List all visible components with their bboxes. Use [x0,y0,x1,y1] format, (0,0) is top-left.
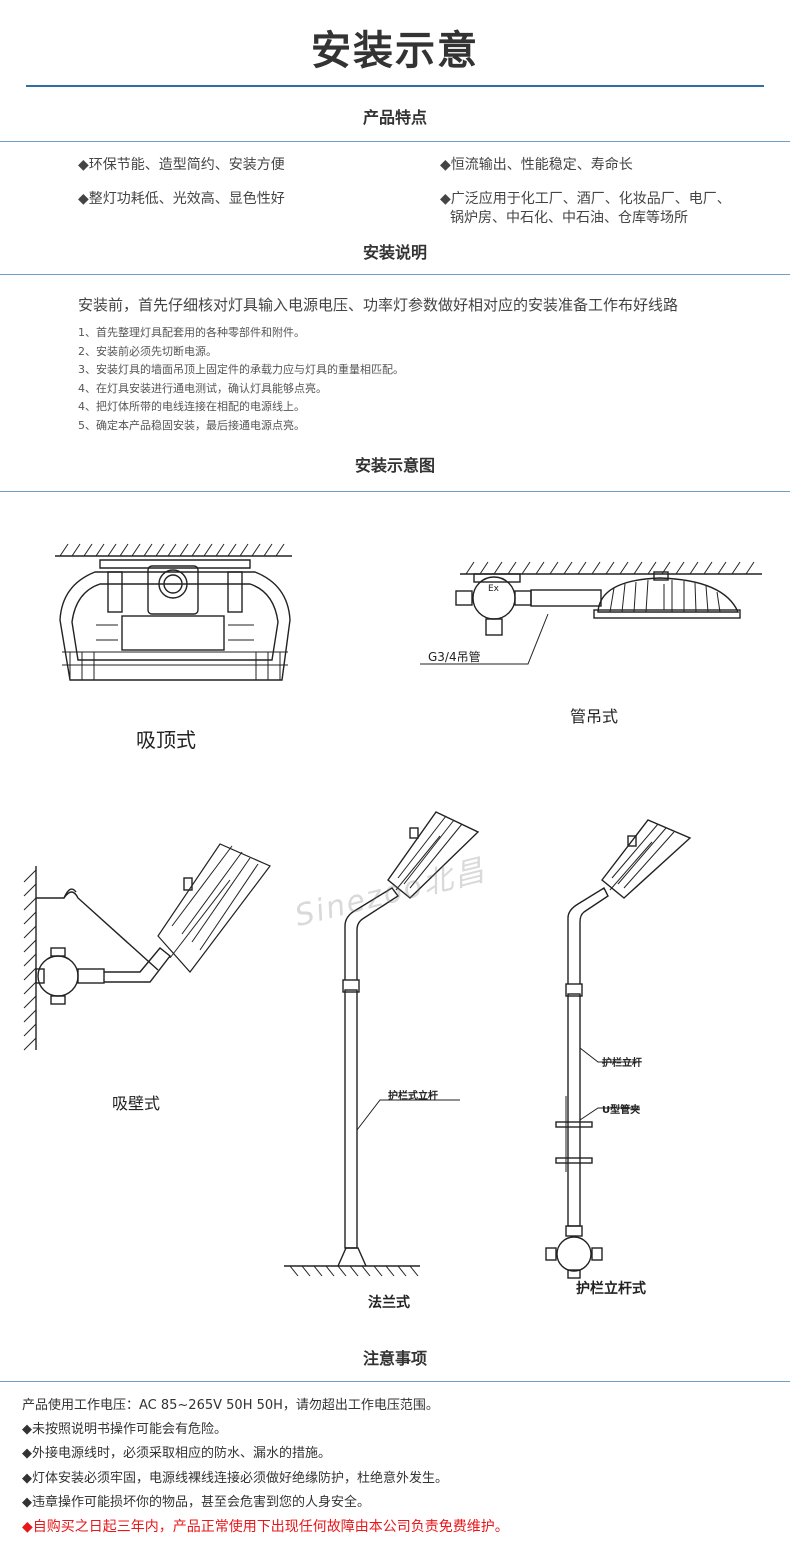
ceiling-mount-label: 吸顶式 [136,728,196,752]
note-item: 产品使用工作电压：AC 85~265V 50H 50H，请勿超出工作电压范围。 [22,1398,439,1413]
notes-list: 产品使用工作电压：AC 85~265V 50H 50H，请勿超出工作电压范围。 … [22,1394,509,1539]
install-intro: 安装前，首先仔细核对灯具输入电源电压、功率灯参数做好相对应的安装准备工作布好线路 [78,296,679,314]
feature-item: ◆恒流输出、性能稳定、寿命长 [440,157,633,173]
note-item: ◆外接电源线时，必须采取相应的防水、漏水的措施。 [22,1446,331,1462]
install-steps-list: 1、首先整理灯具配套用的各种零部件和附件。 2、安装前必须先切断电源。 3、安装… [78,324,404,436]
ceiling-mount-diagram [55,543,292,681]
features-heading: 产品特点 [362,108,427,127]
install-step: 4、在灯具安装进行通电测试，确认灯具能够点亮。 [78,381,327,395]
install-divider [0,274,790,275]
install-step: 2、安装前必须先切断电源。 [78,344,217,358]
pipe-callout-label: G3/4吊管 [428,650,481,664]
install-step: 4、把灯体所带的电线连接在相配的电源线上。 [78,400,305,414]
install-heading: 安装说明 [362,243,427,262]
warranty-note: ◆自购买之日起三年内，产品正常使用下出现任何故障由本公司负责免费维护。 [22,1519,509,1536]
install-step: 3、安装灯具的墙面吊顶上固定件的承载力应与灯具的重量相匹配。 [78,363,404,377]
guardrail-pole-callout: 护栏立杆 [602,1058,642,1069]
features-divider [0,141,790,142]
wall-mount-diagram [23,843,271,1051]
pipe-mount-diagram [420,561,762,665]
flange-label: 法兰式 [368,1295,410,1311]
wall-mount-label: 吸壁式 [112,1094,161,1113]
notes-divider [0,1381,790,1382]
notes-heading: 注意事项 [362,1349,427,1368]
pipe-mount-label: 管吊式 [570,707,619,726]
guardrail-pole-diagram [545,819,692,1279]
flange-callout-label: 护栏式立杆 [388,1091,438,1102]
install-step: 1、首先整理灯具配套用的各种零部件和附件。 [78,326,305,339]
note-item: ◆违章操作可能损坏你的物品，甚至会危害到您的人身安全。 [22,1494,370,1510]
diagram-divider [0,491,790,492]
flange-pole-diagram [284,811,480,1277]
guardrail-label: 护栏立杆式 [576,1281,646,1297]
u-clamp-callout: U型管夹 [602,1105,641,1116]
feature-item: 锅炉房、中石化、中石油、仓库等场所 [450,210,688,226]
feature-item: ◆环保节能、造型简约、安装方便 [78,157,285,173]
title-divider [26,85,764,87]
diagram-heading: 安装示意图 [354,456,435,475]
ex-mark: Ex [488,584,500,594]
note-item: ◆灯体安装必须牢固，电源线裸线连接必须做好绝缘防护，杜绝意外发生。 [22,1470,448,1486]
feature-item: ◆广泛应用于化工厂、酒厂、化妆品厂、电厂、 [440,191,731,207]
feature-item: ◆整灯功耗低、光效高、显色性好 [78,191,285,207]
note-item: ◆未按照说明书操作可能会有危险。 [22,1422,227,1438]
install-step: 5、确定本产品稳固安装，最后接通电源点亮。 [78,418,305,432]
page-title: 安装示意 [311,28,479,74]
